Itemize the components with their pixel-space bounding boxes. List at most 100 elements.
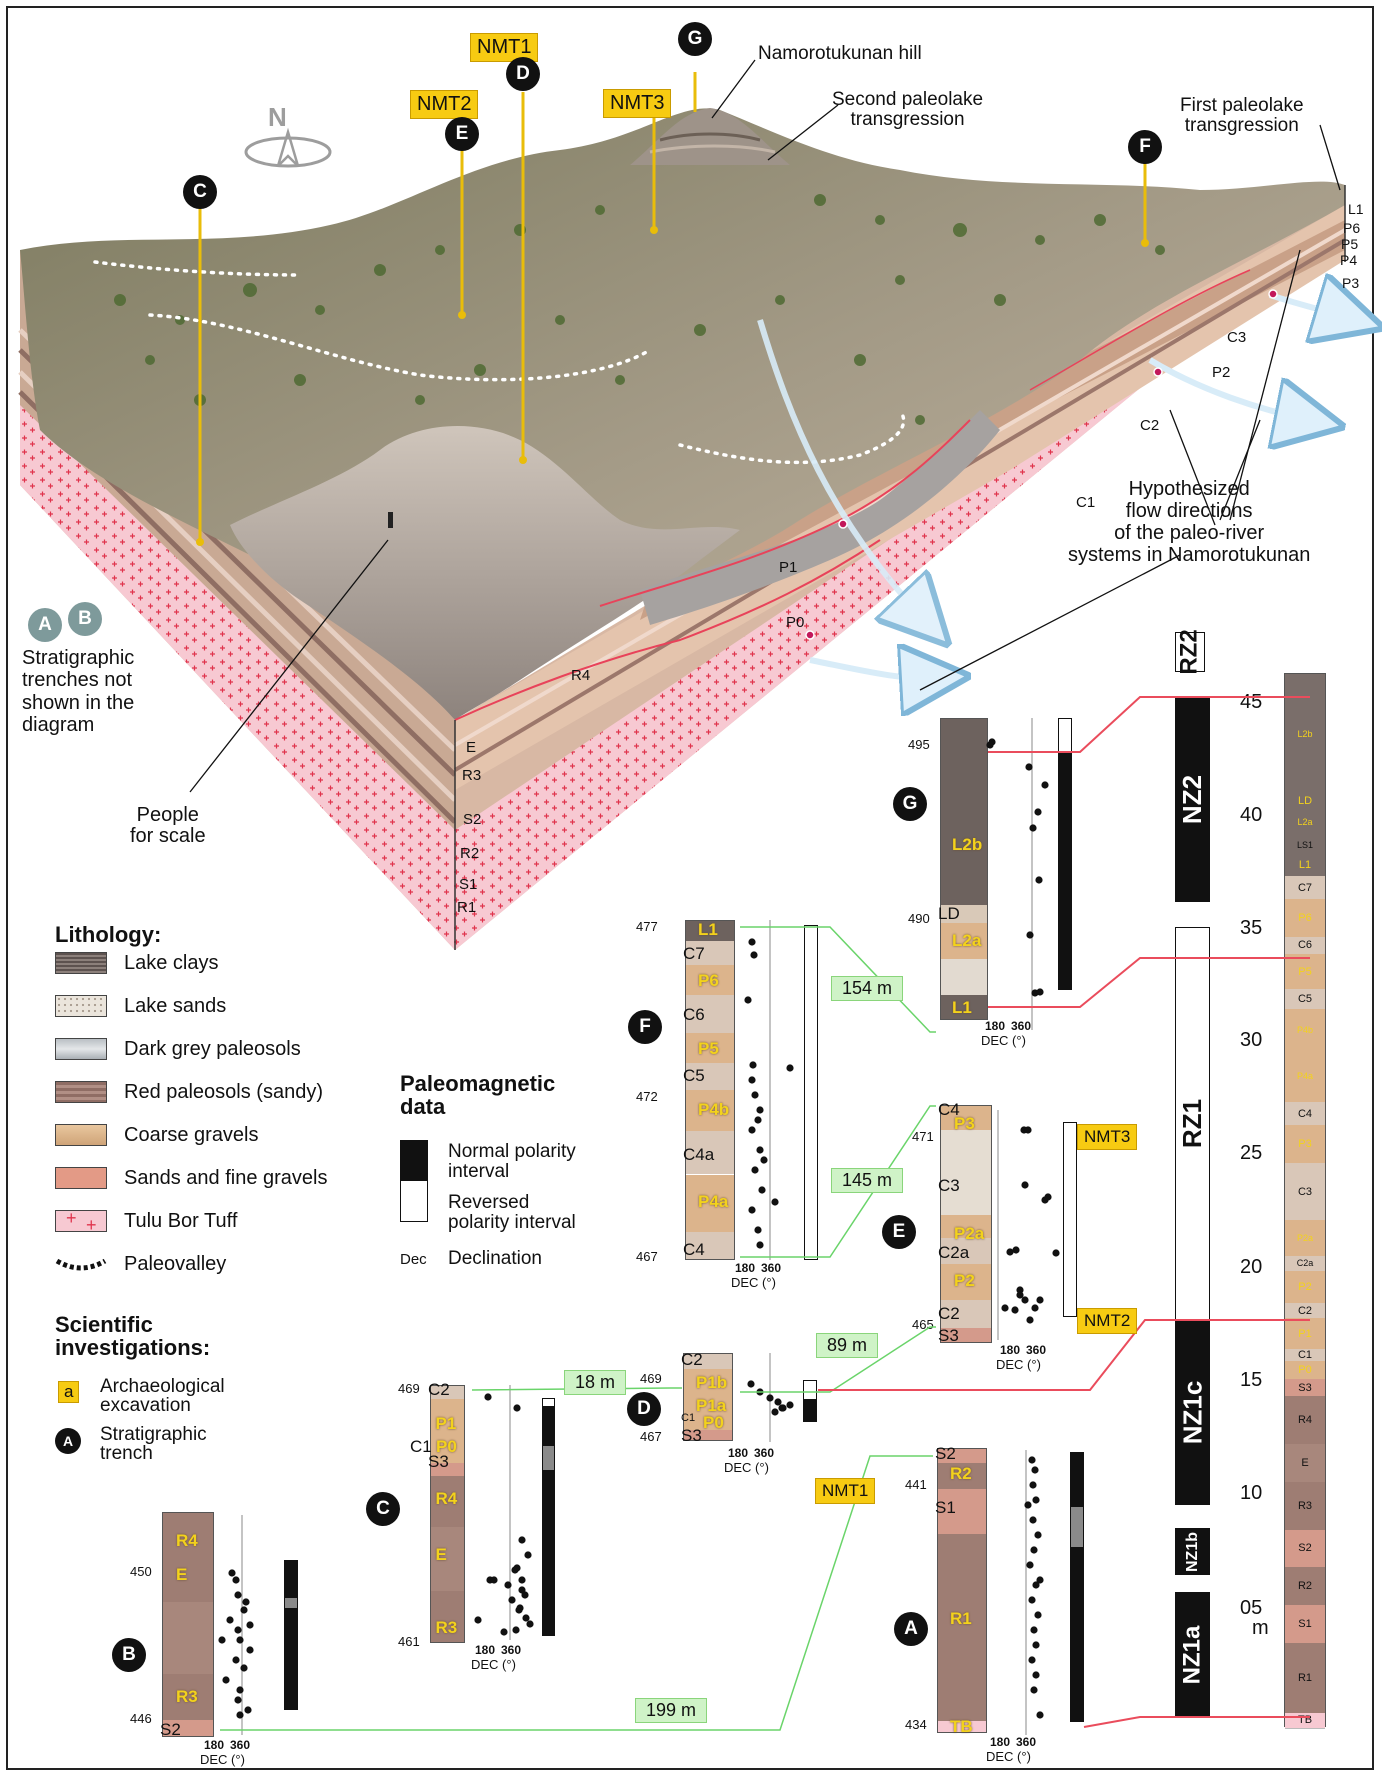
reversed-polarity-swatch	[400, 1180, 428, 1222]
composite-unit-s2: S2	[1285, 1529, 1325, 1569]
trench-g-unit-label: L2a	[952, 931, 982, 951]
polarity-segment	[1071, 1506, 1083, 1547]
trench-b-column	[162, 1512, 214, 1737]
trench-d-polarity-bar	[803, 1380, 817, 1422]
composite-unit-c3: C3	[1285, 1162, 1325, 1222]
trench-f-unit-label: P6	[698, 971, 719, 991]
composite-tick-2: 35	[1240, 917, 1263, 939]
trench-d-badge: D	[627, 1392, 661, 1426]
polarity-segment	[285, 1608, 297, 1709]
trench-d-depth-tick: 469	[640, 1371, 662, 1386]
trench-f-layer	[686, 921, 734, 942]
arch-key-icon: a	[58, 1381, 80, 1403]
dec-tick-360: 360	[501, 1643, 522, 1657]
arch-label: Archaeological excavation	[100, 1376, 225, 1416]
zone-nz1c: NZ1c	[1175, 1320, 1210, 1505]
trench-c-unit-label: E	[435, 1545, 447, 1565]
lithology-label-6: Tulu Bor Tuff	[124, 1210, 238, 1232]
reversed-polarity-label: Reversed polarity interval	[448, 1192, 576, 1233]
lithology-swatch-4	[55, 1124, 107, 1146]
trench-a-layer	[938, 1463, 986, 1489]
composite-unit-ld: LD	[1285, 793, 1325, 810]
trench-e-unit-label: C2a	[938, 1242, 970, 1262]
dec-axis-label: DEC (°)	[724, 1460, 769, 1475]
composite-unit-r4: R4	[1285, 1396, 1325, 1446]
polarity-segment	[1059, 751, 1071, 989]
distance-154m: 154 m	[831, 976, 904, 1001]
trench-b-unit-label: R3	[176, 1686, 198, 1706]
trench-b-layer	[163, 1673, 213, 1721]
trench-f-depth-tick: 477	[636, 919, 658, 934]
composite-unit-tb: TB	[1285, 1712, 1325, 1729]
composite-unit-p1: P1	[1285, 1318, 1325, 1350]
block-p1: P1	[779, 559, 798, 576]
first-transgression-label: First paleolake transgression	[1180, 95, 1304, 136]
normal-polarity-label: Normal polarity interval	[448, 1141, 576, 1182]
block-p0: P0	[786, 614, 805, 631]
paleomag-title: Paleomagnetic data	[400, 1071, 556, 1120]
polarity-segment	[543, 1446, 554, 1470]
lithology-label-2: Dark grey paleosols	[124, 1038, 301, 1060]
polarity-segment	[543, 1469, 554, 1635]
composite-unit-l1: L1	[1285, 853, 1325, 878]
trench-a-unit-label: R1	[950, 1609, 972, 1628]
composite-unit-l2b: L2b	[1285, 674, 1325, 795]
trench-g-unit-label: L1	[952, 997, 972, 1017]
dec-axis-label: DEC (°)	[471, 1657, 516, 1672]
block-l1: L1	[1348, 201, 1364, 217]
trench-f-unit-label: P4b	[698, 1100, 730, 1120]
trench-e-unit-label: P2a	[954, 1223, 985, 1243]
dec-tick-360: 360	[761, 1261, 782, 1275]
trench-b-unit-label: S2	[160, 1720, 181, 1740]
trench-label: Stratigraphic trench	[100, 1424, 207, 1464]
trench-f-unit-label: C4a	[683, 1144, 715, 1164]
trench-e-depth-tick: 471	[912, 1129, 934, 1144]
block-p4: P4	[1340, 252, 1358, 268]
trench-a-unit-label: S2	[935, 1443, 956, 1463]
trench-f-unit-label: C7	[683, 944, 705, 963]
lithology-label-5: Sands and fine gravels	[124, 1167, 328, 1189]
dec-tick-360: 360	[1026, 1343, 1047, 1357]
polarity-segment	[285, 1598, 297, 1609]
trench-d-unit-label: C1	[681, 1411, 696, 1424]
lithology-swatch-0	[55, 952, 107, 974]
dec-axis-label: DEC (°)	[986, 1749, 1031, 1764]
trench-a-layer	[938, 1720, 986, 1732]
site-nmt2-label: NMT2	[1077, 1308, 1138, 1334]
trench-c-unit-label: P1	[435, 1413, 457, 1433]
trench-f-layer	[686, 1062, 734, 1090]
trench-e-unit-label: S3	[938, 1325, 959, 1345]
distance-89m: 89 m	[816, 1333, 879, 1358]
trench-g-layer	[941, 905, 987, 923]
trench-d-unit-label: S3	[681, 1425, 702, 1445]
trench-d-layer	[684, 1429, 732, 1440]
lithology-label-4: Coarse gravels	[124, 1124, 259, 1146]
trench-g-unit-label: L2b	[952, 834, 983, 854]
composite-unit-p6: P6	[1285, 898, 1325, 938]
composite-unit-p4a: P4a	[1285, 1049, 1325, 1104]
composite-unit-r2: R2	[1285, 1567, 1325, 1606]
composite-unit-p0: P0	[1285, 1361, 1325, 1380]
declination-label: Declination	[448, 1248, 542, 1269]
trench-a-badge: A	[894, 1612, 928, 1646]
trench-e-layer	[941, 1264, 991, 1300]
dec-tick-180: 180	[735, 1261, 756, 1275]
zone-nz2: NZ2	[1175, 696, 1210, 902]
trench-b-badge: B	[112, 1638, 146, 1672]
trenches-not-shown-label: Stratigraphic trenches not shown in the …	[22, 647, 135, 737]
zone-rz1: RZ1	[1175, 927, 1210, 1320]
trench-f-depth-tick: 472	[636, 1089, 658, 1104]
trench-b-layer	[163, 1720, 213, 1736]
trench-g-polarity-bar	[1058, 718, 1072, 990]
trench-g-column	[940, 718, 988, 1020]
trench-c-unit-label: P0	[436, 1436, 457, 1456]
trench-a-depth-tick: 441	[905, 1477, 927, 1492]
trench-f-marker: F	[1128, 130, 1162, 164]
site-nmt1-label: NMT1	[815, 1478, 876, 1504]
composite-tick-9: m	[1252, 1617, 1269, 1639]
lithology-swatch-1	[55, 995, 107, 1017]
block-r1: R1	[457, 899, 477, 916]
composite-tick-4: 25	[1240, 1142, 1263, 1164]
trench-d-depth-tick: 467	[640, 1429, 662, 1444]
normal-polarity-swatch	[400, 1140, 428, 1182]
